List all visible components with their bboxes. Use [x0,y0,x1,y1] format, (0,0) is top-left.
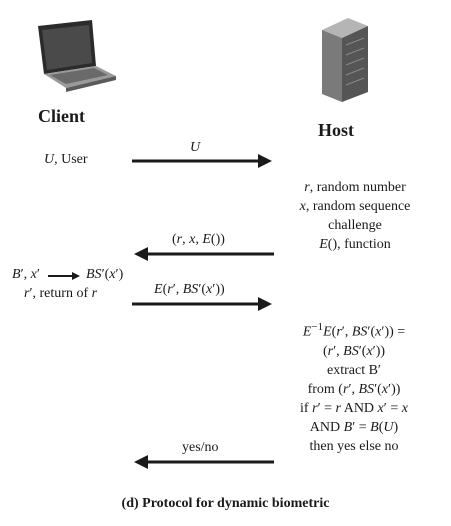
arrow-challenge-label: (r, x, E()) [172,232,225,247]
arrow-response-to-host [132,297,272,311]
host-note-r: r, random number [304,180,406,195]
arrow-user-to-host [132,154,272,168]
laptop-icon [38,20,116,92]
host-notes-challenge: r, random number x, random sequence chal… [280,178,430,254]
arrow-compute-bs [48,272,80,280]
host-note-extract: extract B′ [327,362,381,378]
arrow-result-to-client [134,455,274,469]
server-icon [322,18,368,102]
client-title: Client [38,106,85,126]
client-bs-label: BS′(x′) [86,267,124,282]
host-note-from: from (r′, BS′(x′)) [307,381,401,397]
arrow-response-label: E(r′, BS′(x′)) [154,282,225,297]
host-note-decrypt: E−1E(r′, BS′(x′)) = [302,321,406,340]
host-note-x: x, random sequence [299,199,411,214]
client-user-label: U, User [44,152,88,167]
arrow-yesno-label: yes/no [182,440,219,455]
host-note-pair: (r′, BS′(x′)) [322,343,386,359]
host-note-e: E(), function [319,237,391,252]
arrow-challenge-to-client [134,247,274,261]
figure-caption: (d) Protocol for dynamic biometric [121,496,330,511]
host-note-if: if r′ = r AND x′ = x [300,400,408,416]
host-note-challenge: challenge [328,218,382,233]
client-bprime-label: B′, x′ [12,267,40,282]
host-notes-verify: E−1E(r′, BS′(x′)) = (r′, BS′(x′)) extrac… [264,318,444,456]
host-note-then: then yes else no [309,438,399,454]
host-note-and: AND B′ = B(U) [309,419,399,435]
client-rprime-label: r′, return of r [24,286,98,301]
host-title: Host [318,120,354,140]
arrow-u-label: U [190,140,201,155]
